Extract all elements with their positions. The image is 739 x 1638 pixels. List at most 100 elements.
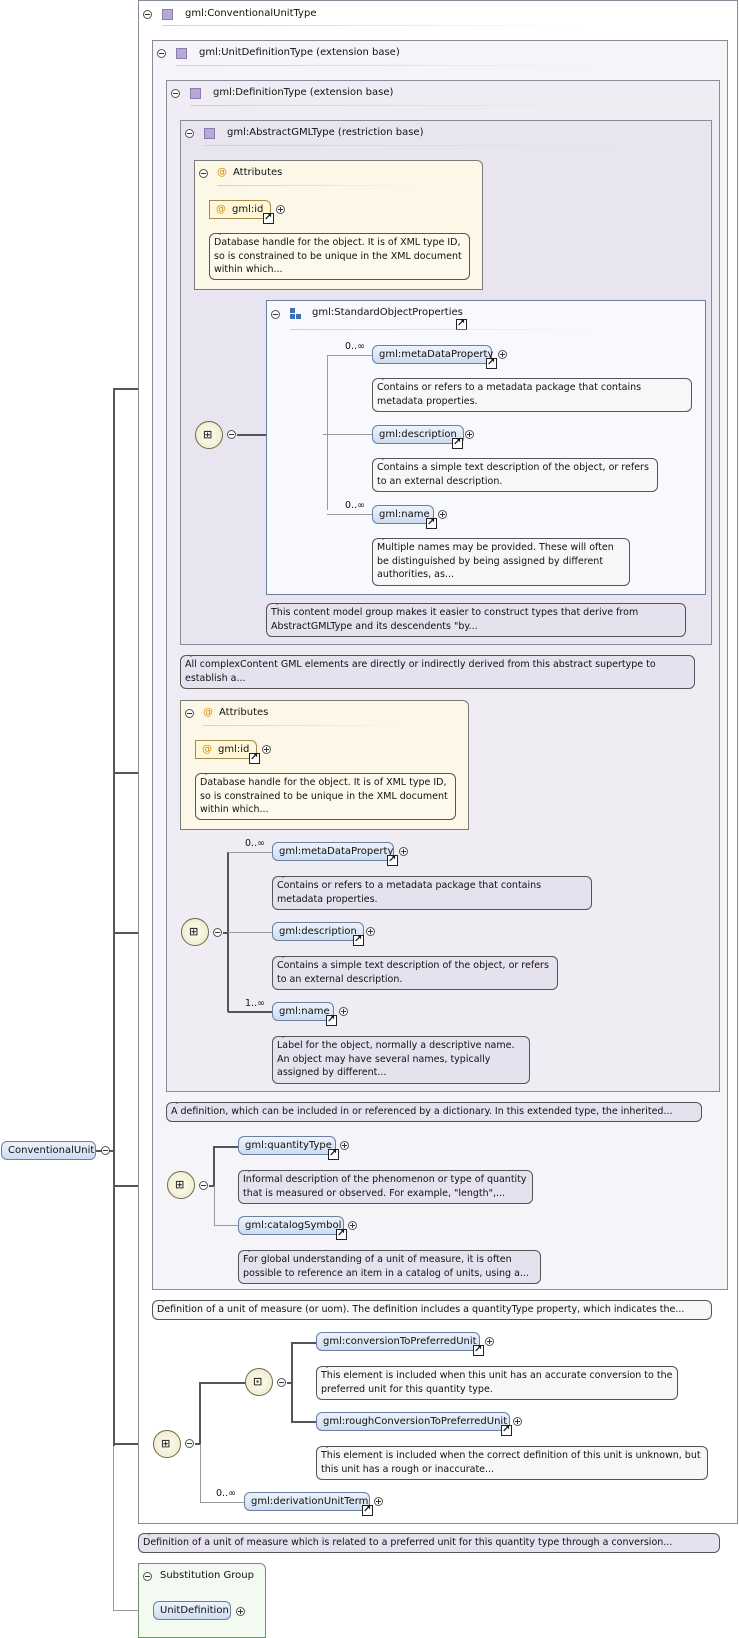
connector bbox=[327, 434, 372, 435]
expand-icon[interactable] bbox=[236, 1607, 245, 1616]
element-catalogsymbol[interactable]: gml:catalogSymbol bbox=[238, 1216, 344, 1235]
connector bbox=[287, 1382, 292, 1384]
occurrence-label: 0..∞ bbox=[345, 500, 365, 511]
sequence-compositor-icon[interactable]: ⊞ bbox=[181, 918, 209, 946]
attribute-icon: @ bbox=[203, 707, 213, 718]
collapse-icon[interactable] bbox=[171, 89, 180, 98]
collapse-icon[interactable] bbox=[185, 129, 194, 138]
reference-arrow-icon[interactable] bbox=[326, 1013, 337, 1026]
attribute-gml-id[interactable]: @gml:id bbox=[209, 200, 271, 219]
reference-arrow-icon[interactable] bbox=[486, 356, 497, 369]
expand-icon[interactable] bbox=[374, 1497, 383, 1506]
attribute-gml-id[interactable]: @gml:id bbox=[195, 740, 257, 759]
reference-arrow-icon[interactable] bbox=[473, 1343, 484, 1356]
annotation-abstractgmltype: All complexContent GML elements are dire… bbox=[180, 655, 695, 689]
connector bbox=[199, 1382, 201, 1444]
type-title-abstractgmltype: gml:AbstractGMLType (restriction base) bbox=[227, 127, 424, 138]
expand-icon[interactable] bbox=[339, 1007, 348, 1016]
reference-arrow-icon[interactable] bbox=[426, 516, 437, 529]
connector bbox=[199, 1382, 245, 1384]
connector bbox=[223, 932, 228, 934]
occurrence-label: 0..∞ bbox=[245, 838, 265, 849]
connector bbox=[228, 852, 272, 853]
element-name[interactable]: gml:name bbox=[272, 1002, 334, 1021]
reference-arrow-icon[interactable] bbox=[249, 751, 260, 764]
sequence-compositor-icon[interactable]: ⊞ bbox=[153, 1430, 181, 1458]
annotation-attribute-id: Database handle for the object. It is of… bbox=[209, 233, 470, 280]
connector bbox=[291, 1342, 316, 1344]
element-name[interactable]: gml:name bbox=[372, 505, 434, 524]
root-element-conventionalunit[interactable]: ConventionalUnit bbox=[1, 1141, 96, 1160]
complex-type-icon bbox=[162, 9, 173, 20]
element-unitdefinition[interactable]: UnitDefinition bbox=[153, 1601, 231, 1620]
reference-arrow-icon[interactable] bbox=[452, 436, 463, 449]
connector bbox=[200, 1502, 244, 1503]
expand-icon[interactable] bbox=[340, 1141, 349, 1150]
annotation-attribute-id: Database handle for the object. It is of… bbox=[195, 773, 456, 820]
connector bbox=[214, 1186, 215, 1226]
header-divider bbox=[290, 329, 590, 330]
annotation-conversiontopreferredunit: This element is included when this unit … bbox=[316, 1366, 678, 1400]
connector bbox=[113, 388, 115, 1446]
expand-icon[interactable] bbox=[513, 1417, 522, 1426]
reference-arrow-icon[interactable] bbox=[328, 1147, 339, 1160]
sequence-compositor-icon[interactable]: ⊞ bbox=[195, 421, 223, 449]
reference-arrow-icon[interactable] bbox=[387, 853, 398, 866]
collapse-icon[interactable] bbox=[157, 49, 166, 58]
connector bbox=[228, 932, 272, 933]
element-metadataproperty[interactable]: gml:metaDataProperty bbox=[272, 842, 394, 861]
element-description[interactable]: gml:description bbox=[272, 922, 364, 941]
element-description[interactable]: gml:description bbox=[372, 425, 464, 444]
annotation-name: Multiple names may be provided. These wi… bbox=[372, 538, 630, 586]
reference-arrow-icon[interactable] bbox=[501, 1423, 512, 1436]
reference-arrow-icon[interactable] bbox=[263, 211, 274, 224]
collapse-icon[interactable] bbox=[199, 169, 208, 178]
expand-icon[interactable] bbox=[399, 847, 408, 856]
collapse-icon[interactable] bbox=[227, 430, 236, 439]
expand-icon[interactable] bbox=[485, 1337, 494, 1346]
element-conversiontopreferredunit[interactable]: gml:conversionToPreferredUnit bbox=[316, 1332, 480, 1351]
connector bbox=[228, 1011, 272, 1013]
collapse-icon[interactable] bbox=[185, 1439, 194, 1448]
collapse-icon[interactable] bbox=[185, 709, 194, 718]
collapse-icon[interactable] bbox=[143, 10, 152, 19]
collapse-icon[interactable] bbox=[101, 1146, 110, 1155]
element-derivationunitterm[interactable]: gml:derivationUnitTerm bbox=[244, 1492, 370, 1511]
choice-compositor-icon[interactable]: ⊡ bbox=[245, 1368, 273, 1396]
expand-icon[interactable] bbox=[348, 1221, 357, 1230]
collapse-icon[interactable] bbox=[143, 1572, 152, 1581]
sequence-compositor-icon[interactable]: ⊞ bbox=[167, 1171, 195, 1199]
collapse-icon[interactable] bbox=[277, 1378, 286, 1387]
collapse-icon[interactable] bbox=[213, 928, 222, 937]
complex-type-icon bbox=[204, 128, 215, 139]
expand-icon[interactable] bbox=[465, 430, 474, 439]
reference-arrow-icon[interactable] bbox=[353, 933, 364, 946]
attribute-icon: @ bbox=[217, 167, 227, 178]
connector bbox=[113, 1443, 153, 1445]
element-metadataproperty[interactable]: gml:metaDataProperty bbox=[372, 345, 493, 364]
reference-arrow-icon[interactable] bbox=[336, 1227, 347, 1240]
connector bbox=[213, 1146, 215, 1186]
annotation-quantitytype: Informal description of the phenomenon o… bbox=[238, 1170, 533, 1204]
element-roughconversiontopreferredunit[interactable]: gml:roughConversionToPreferredUnit bbox=[316, 1412, 510, 1431]
connector bbox=[214, 1225, 238, 1226]
annotation-description: Contains a simple text description of th… bbox=[272, 956, 558, 990]
element-quantitytype[interactable]: gml:quantityType bbox=[238, 1136, 336, 1155]
annotation-catalogsymbol: For global understanding of a unit of me… bbox=[238, 1250, 541, 1284]
header-divider bbox=[204, 145, 624, 146]
connector bbox=[327, 355, 328, 510]
attribute-name: gml:id bbox=[232, 204, 264, 215]
expand-icon[interactable] bbox=[438, 510, 447, 519]
expand-icon[interactable] bbox=[262, 745, 271, 754]
header-divider bbox=[190, 105, 610, 106]
attributes-title: Attributes bbox=[219, 707, 269, 718]
connector bbox=[113, 1610, 153, 1611]
collapse-icon[interactable] bbox=[271, 310, 280, 319]
expand-icon[interactable] bbox=[366, 927, 375, 936]
expand-icon[interactable] bbox=[276, 205, 285, 214]
collapse-icon[interactable] bbox=[199, 1181, 208, 1190]
expand-icon[interactable] bbox=[498, 350, 507, 359]
reference-arrow-icon[interactable] bbox=[362, 1503, 373, 1516]
header-divider bbox=[176, 65, 596, 66]
model-group-icon bbox=[290, 308, 301, 319]
